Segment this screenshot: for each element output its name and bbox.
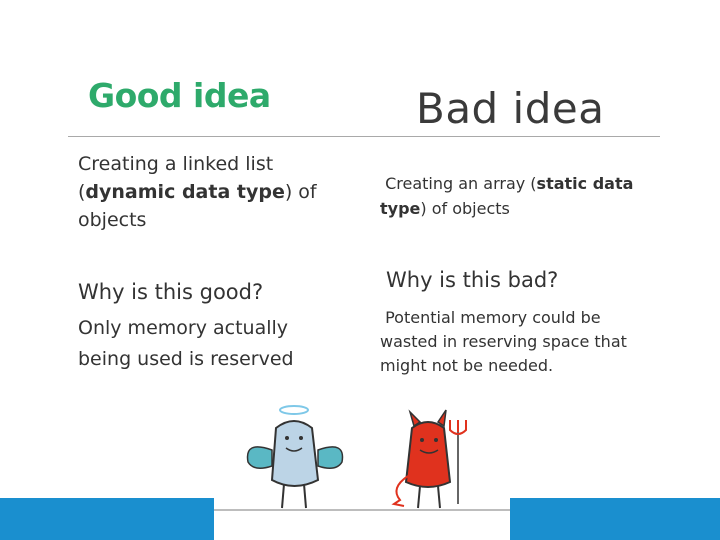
angel-icon	[246, 405, 344, 509]
good-idea-heading: Good idea	[88, 76, 271, 115]
good-desc-text: Creating a linked list (	[78, 153, 274, 203]
good-desc-emphasis: dynamic data type	[85, 181, 285, 203]
title-divider	[68, 136, 660, 137]
good-why-heading: Why is this good?	[78, 280, 264, 304]
bad-idea-heading: Bad idea	[416, 84, 605, 133]
bad-desc-text: Creating an array (	[380, 174, 537, 193]
bad-desc-text-end: ) of objects	[420, 199, 510, 218]
devil-icon	[391, 409, 467, 509]
angel-devil-illustration	[214, 405, 510, 511]
footer-accent-bar-left	[0, 498, 214, 540]
footer-accent-bar-right	[510, 498, 720, 540]
bad-why-heading: Why is this bad?	[386, 268, 559, 292]
bad-reason-text: Potential memory could be wasted in rese…	[380, 308, 632, 375]
good-reason-text: Only memory actually being used is reser…	[78, 317, 294, 370]
bad-desc-emphasis: static data type	[380, 174, 634, 218]
good-idea-description: Creating a linked list (dynamic data typ…	[78, 150, 338, 234]
good-desc-text-end: ) of objects	[78, 181, 317, 231]
bad-idea-description: Creating an array (static data type) of …	[380, 171, 660, 221]
